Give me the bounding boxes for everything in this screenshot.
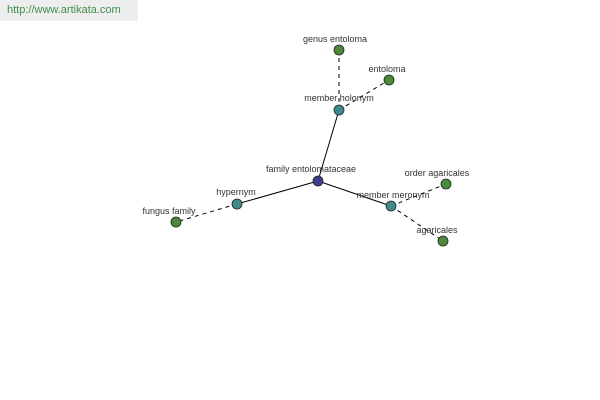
edge-member-meronym-to-agaricales (390, 205, 444, 242)
node-marker-hypernym[interactable] (231, 198, 243, 210)
node-agaricales[interactable] (437, 235, 449, 247)
node-hypernym[interactable] (231, 198, 243, 210)
node-label-member-holonym: member holonym (304, 93, 374, 103)
node-label-agaricales: agaricales (416, 225, 458, 235)
node-label-member-meronym: member meronym (356, 190, 429, 200)
node-genus-entoloma[interactable] (333, 44, 345, 56)
labels-layer: family entolomataceae member holonym genus… (142, 34, 469, 235)
edge-center-to-member-holonym (317, 109, 340, 182)
node-label-hypernym: hypernym (216, 187, 256, 197)
node-marker-agaricales[interactable] (437, 235, 449, 247)
node-member-holonym[interactable] (333, 104, 345, 116)
edge-center-to-hypernym (236, 180, 319, 205)
node-fungus-family[interactable] (170, 216, 182, 228)
node-entoloma[interactable] (383, 74, 395, 86)
node-label-entoloma: entoloma (368, 64, 405, 74)
edges-layer (175, 50, 447, 242)
nodes-layer (170, 44, 452, 247)
source-url-link[interactable]: http://www.artikata.com (0, 0, 138, 21)
edge-member-holonym-to-entoloma (338, 79, 390, 111)
node-marker-genus-entoloma[interactable] (333, 44, 345, 56)
edge-hypernym-to-fungus-family (175, 203, 238, 223)
edge-center-to-member-meronym (317, 180, 392, 207)
node-member-meronym[interactable] (385, 200, 397, 212)
node-marker-center[interactable] (312, 175, 324, 187)
node-marker-member-meronym[interactable] (385, 200, 397, 212)
node-marker-entoloma[interactable] (383, 74, 395, 86)
node-center[interactable] (312, 175, 324, 187)
node-label-center: family entolomataceae (266, 164, 356, 174)
node-marker-fungus-family[interactable] (170, 216, 182, 228)
node-label-order-agaricales: order agaricales (405, 168, 470, 178)
node-marker-member-holonym[interactable] (333, 104, 345, 116)
node-marker-order-agaricales[interactable] (440, 178, 452, 190)
node-label-genus-entoloma: genus entoloma (303, 34, 367, 44)
node-label-fungus-family: fungus family (142, 206, 196, 216)
edge-member-meronym-to-order-agaricales (390, 183, 447, 207)
node-order-agaricales[interactable] (440, 178, 452, 190)
